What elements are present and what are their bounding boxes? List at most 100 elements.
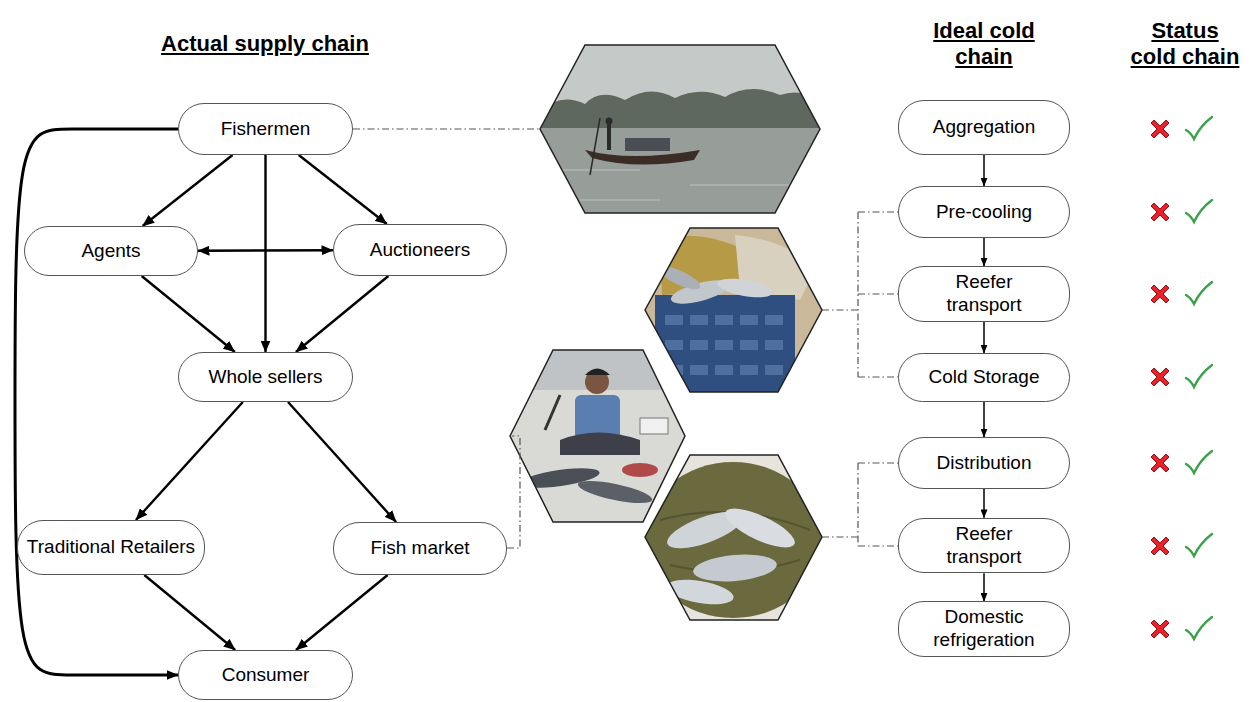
box-label: Reefer transport	[929, 523, 1039, 569]
water	[540, 128, 820, 218]
flow-arrow	[296, 575, 388, 650]
flow-arrow	[983, 402, 985, 437]
check-symbol	[1186, 451, 1212, 473]
flow-arrow	[198, 249, 333, 252]
box-label: Fish market	[370, 537, 469, 560]
fish	[657, 262, 703, 293]
crate	[655, 295, 795, 395]
crate-holes	[665, 315, 683, 325]
box-label: Auctioneers	[370, 239, 470, 262]
hexagon-frame	[540, 45, 820, 213]
leader-line	[353, 128, 540, 129]
process-box: Aggregation	[898, 100, 1070, 155]
boatman	[607, 124, 611, 150]
cross-symbol	[1151, 537, 1169, 555]
flow-arrow	[983, 489, 985, 518]
process-box: Fish market	[333, 522, 507, 575]
process-box: Cold Storage	[898, 353, 1070, 402]
cross-symbol	[1151, 620, 1169, 638]
process-box: Consumer	[178, 650, 353, 700]
fish	[576, 476, 654, 507]
crate-holes	[715, 365, 733, 375]
box-label: Agents	[81, 240, 140, 263]
hexagon-frame	[645, 455, 822, 620]
legs	[560, 433, 640, 456]
cross-symbol	[1151, 454, 1169, 472]
crate-holes	[715, 340, 733, 350]
crate-holes	[765, 315, 783, 325]
fish	[716, 275, 774, 300]
box-label: Traditional Retailers	[27, 536, 195, 559]
leader-line	[507, 436, 520, 548]
cross-symbol	[1151, 285, 1169, 303]
crate-holes	[715, 315, 733, 325]
crate-holes	[690, 365, 708, 375]
crate-holes	[765, 340, 783, 350]
box-label: Domestic refrigeration	[919, 606, 1049, 652]
boatman-head	[606, 118, 613, 125]
box-label: Fishermen	[221, 118, 311, 141]
hilsa-photo	[643, 455, 823, 620]
process-box: Distribution	[898, 437, 1070, 489]
flow-arrow	[296, 276, 388, 352]
process-box: Pre-cooling	[898, 186, 1070, 238]
crate-holes	[665, 315, 783, 375]
check-symbol	[1186, 617, 1212, 639]
box-label: Distribution	[936, 452, 1031, 475]
fish	[720, 501, 799, 555]
crate-holes	[690, 340, 708, 350]
flow-arrow	[983, 573, 985, 601]
flow-arrow	[299, 155, 387, 224]
flow-arrow	[983, 322, 985, 353]
check-symbol	[1186, 200, 1212, 222]
box-label: Reefer transport	[929, 271, 1039, 317]
check-symbol	[1186, 534, 1212, 556]
check-symbol	[1186, 282, 1212, 304]
flow-arrow	[15, 129, 178, 675]
flow-arrow	[983, 155, 985, 186]
check-symbol	[1186, 117, 1212, 139]
cross-symbol	[1151, 203, 1169, 221]
hexagon-frame	[645, 228, 822, 392]
process-box: Reefer transport	[898, 518, 1070, 574]
status-marks	[1151, 117, 1212, 639]
boat-cargo	[625, 138, 670, 151]
fish-seller-photo	[510, 350, 685, 522]
process-box: Auctioneers	[333, 224, 507, 276]
leader-line	[822, 212, 898, 377]
leader-line	[822, 463, 898, 546]
box-label: Whole sellers	[208, 366, 322, 389]
crate-holes	[740, 340, 758, 350]
fish-cut	[622, 463, 658, 477]
cross-symbol	[1151, 120, 1169, 138]
section-heading: Status cold chain	[1127, 18, 1243, 70]
leaf-plate	[643, 462, 823, 618]
flow-arrow	[136, 402, 243, 520]
crate-holes	[690, 315, 708, 325]
process-box: Fishermen	[178, 103, 353, 155]
process-box: Traditional Retailers	[17, 520, 205, 575]
process-box: Domestic refrigeration	[898, 601, 1070, 657]
flow-arrow	[143, 155, 233, 226]
floor	[510, 350, 685, 522]
knife	[545, 395, 560, 430]
scale	[640, 418, 668, 434]
crate-photo	[645, 228, 822, 395]
boat-hull	[585, 150, 700, 165]
cross-symbol	[1151, 368, 1169, 386]
crate-holes	[740, 365, 758, 375]
section-heading: Ideal cold chain	[926, 18, 1042, 70]
tree-line	[540, 89, 820, 132]
crate-holes	[765, 365, 783, 375]
flow-arrow	[144, 575, 235, 650]
crate-holes	[665, 340, 683, 350]
process-box: Agents	[24, 226, 198, 276]
flow-arrow	[288, 402, 396, 522]
box-label: Cold Storage	[929, 366, 1040, 389]
flow-arrow	[142, 276, 235, 352]
hair	[585, 369, 610, 376]
flow-arrow	[264, 155, 266, 352]
